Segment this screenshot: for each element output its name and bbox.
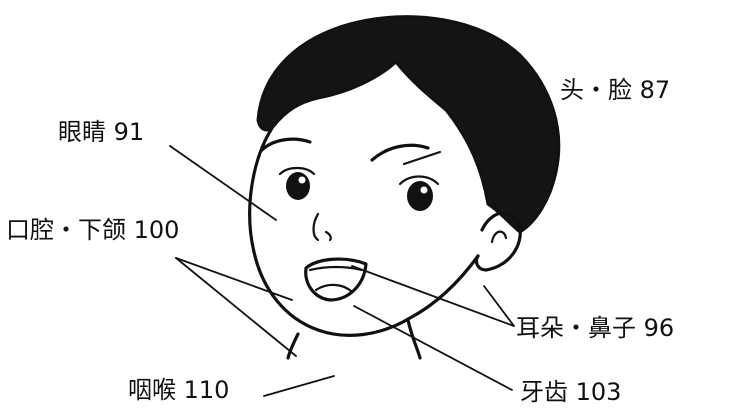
label-eyes: 眼睛 91 <box>58 118 145 146</box>
right-eye <box>407 181 433 211</box>
label-throat: 咽喉 110 <box>128 376 230 404</box>
left-eye <box>286 172 310 200</box>
brow-stroke <box>402 150 442 166</box>
ear <box>474 211 522 272</box>
label-teeth: 牙齿 103 <box>520 378 622 406</box>
mouth <box>304 257 368 302</box>
leader-lines <box>169 117 539 397</box>
label-head-face: 头・脸 87 <box>560 76 671 104</box>
face-outline <box>248 126 480 337</box>
left-eyebrow <box>260 137 312 152</box>
hair <box>256 15 561 234</box>
label-ear-nose: 耳朵・鼻子 96 <box>516 314 675 342</box>
neck-left <box>286 332 300 360</box>
nose <box>312 212 332 242</box>
label-mouth-jaw: 口腔・下颌 100 <box>6 216 180 244</box>
neck-right <box>406 318 422 360</box>
right-eyebrow <box>370 143 430 162</box>
ear-inner <box>490 230 508 244</box>
tongue <box>314 283 354 294</box>
